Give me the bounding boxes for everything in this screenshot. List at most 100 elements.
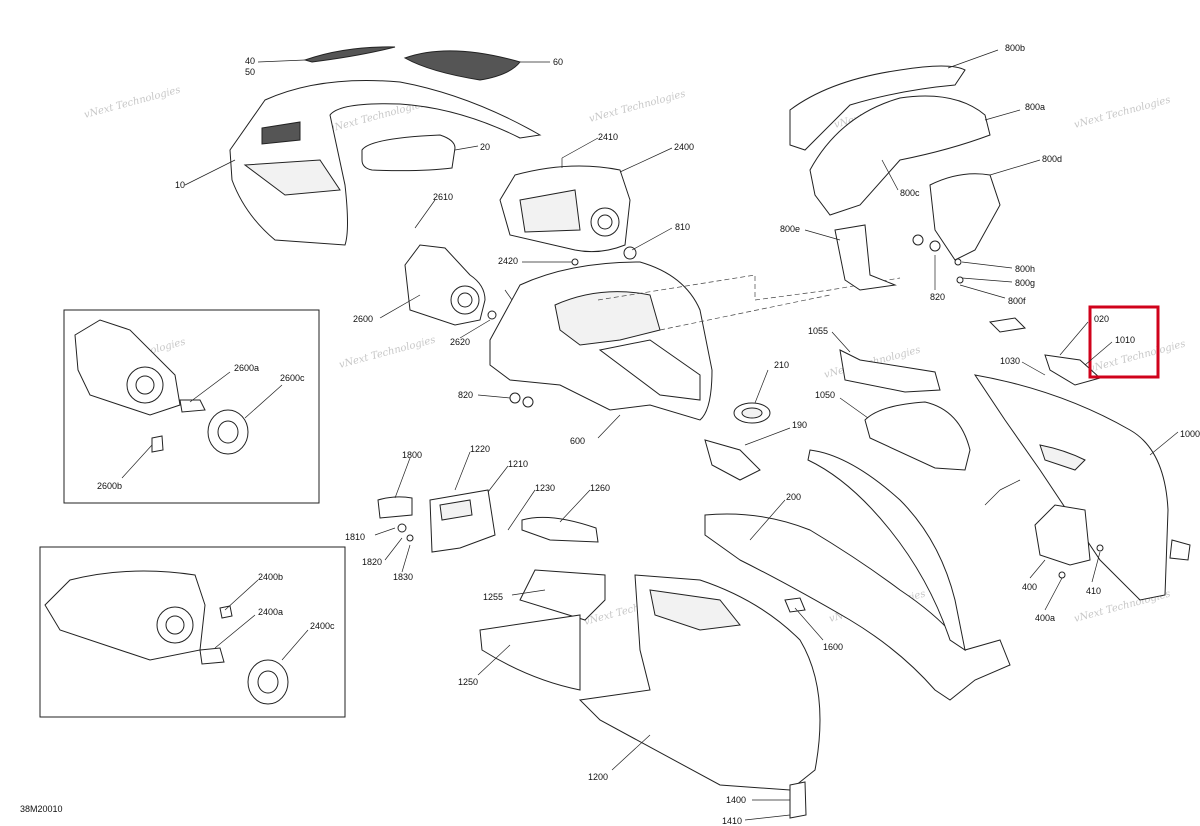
inset-headlight-2600 bbox=[63, 309, 320, 504]
callout-40: 40 bbox=[245, 56, 255, 66]
upper-cowl-vent bbox=[261, 121, 301, 145]
windshield-800b bbox=[789, 65, 966, 151]
callout-2600a: 2600a bbox=[234, 363, 259, 373]
callout-10: 10 bbox=[175, 180, 185, 190]
panel-1250 bbox=[479, 614, 581, 691]
callout-1820: 1820 bbox=[362, 557, 382, 567]
leader-lines bbox=[121, 49, 1179, 821]
callout-labels: 40 50 60 10 20 2410 2400 2610 2600 2620 … bbox=[20, 43, 1200, 826]
side-panel-1000 bbox=[973, 374, 1169, 601]
clip-1020 bbox=[988, 317, 1027, 333]
headlight-2600 bbox=[404, 244, 486, 326]
callout-1600: 1600 bbox=[823, 642, 843, 652]
callout-210: 210 bbox=[774, 360, 789, 370]
callout-800g: 800g bbox=[1015, 278, 1035, 288]
part-1800 bbox=[377, 496, 413, 519]
callout-190: 190 bbox=[792, 420, 807, 430]
upper-cowl-window bbox=[243, 159, 341, 196]
side-panel-200 bbox=[704, 449, 1011, 701]
diagram-code: 38M20010 bbox=[20, 804, 63, 814]
callout-800h: 800h bbox=[1015, 264, 1035, 274]
bracket-1210 bbox=[429, 489, 496, 553]
callout-800e: 800e bbox=[780, 224, 800, 234]
callout-400: 400 bbox=[1022, 582, 1037, 592]
callout-1000: 1000 bbox=[1180, 429, 1200, 439]
inset-2600-parts bbox=[74, 319, 249, 455]
watermark: vNext Technologies bbox=[588, 89, 687, 125]
callout-2400b: 2400b bbox=[258, 572, 283, 582]
callout-800f: 800f bbox=[1008, 296, 1026, 306]
callout-60: 60 bbox=[553, 57, 563, 67]
lower-panel-1200 bbox=[578, 574, 821, 791]
cover-20 bbox=[361, 134, 456, 172]
callout-1230: 1230 bbox=[535, 483, 555, 493]
callout-200: 200 bbox=[786, 492, 801, 502]
side-panels bbox=[839, 317, 1191, 601]
callout-810: 810 bbox=[675, 222, 690, 232]
callout-800a: 800a bbox=[1025, 102, 1045, 112]
bracket-1010 bbox=[1044, 354, 1102, 386]
fuel-cap-ring-210 bbox=[704, 402, 771, 481]
callout-800c: 800c bbox=[900, 188, 920, 198]
callout-1830: 1830 bbox=[393, 572, 413, 582]
watermark: vNext Technologies bbox=[338, 335, 437, 371]
panel-1260 bbox=[521, 516, 599, 543]
callout-1800: 1800 bbox=[402, 450, 422, 460]
bracket-800d bbox=[929, 173, 1001, 261]
callout-800d: 800d bbox=[1042, 154, 1062, 164]
callout-1050: 1050 bbox=[815, 390, 835, 400]
upper-cowl-10 bbox=[229, 80, 542, 246]
callout-1030: 1030 bbox=[1000, 356, 1020, 366]
callout-2610: 2610 bbox=[433, 192, 453, 202]
turn-signal-400 bbox=[1034, 504, 1104, 579]
callout-2410: 2410 bbox=[598, 132, 618, 142]
upper-cowl-assembly bbox=[229, 46, 542, 246]
callout-2400c: 2400c bbox=[310, 621, 335, 631]
watermark: vNext Technologies bbox=[1088, 339, 1187, 375]
callout-1010: 1010 bbox=[1115, 335, 1135, 345]
callout-400a: 400a bbox=[1035, 613, 1055, 623]
callout-2600b: 2600b bbox=[97, 481, 122, 491]
callout-1260: 1260 bbox=[590, 483, 610, 493]
callout-1410: 1410 bbox=[722, 816, 742, 826]
callout-600: 600 bbox=[570, 436, 585, 446]
callout-1055: 1055 bbox=[808, 326, 828, 336]
callout-1200: 1200 bbox=[588, 772, 608, 782]
grille-40 bbox=[303, 46, 396, 63]
headlight-2400 bbox=[499, 158, 631, 253]
dashed-leader bbox=[659, 294, 831, 331]
callout-020: 020 bbox=[1094, 314, 1109, 324]
callout-410: 410 bbox=[1086, 586, 1101, 596]
front-fascia-600 bbox=[487, 246, 713, 421]
callout-2420: 2420 bbox=[498, 256, 518, 266]
callout-2400a: 2400a bbox=[258, 607, 283, 617]
callout-820: 820 bbox=[930, 292, 945, 302]
panel-1255 bbox=[519, 569, 606, 621]
panel-1050 bbox=[864, 401, 971, 471]
watermark: vNext Technologies bbox=[83, 85, 182, 121]
callout-2620: 2620 bbox=[450, 337, 470, 347]
callout-820: 820 bbox=[458, 390, 473, 400]
inset-headlight-2400 bbox=[39, 546, 346, 718]
lower-parts bbox=[377, 489, 821, 819]
windshield-800 bbox=[789, 65, 1001, 291]
callout-1400: 1400 bbox=[726, 795, 746, 805]
callout-2600c: 2600c bbox=[280, 373, 305, 383]
highlight-box bbox=[1088, 305, 1160, 379]
callout-1250: 1250 bbox=[458, 677, 478, 687]
callout-1220: 1220 bbox=[470, 444, 490, 454]
watermark: vNext Technologies bbox=[1073, 95, 1172, 131]
callout-1810: 1810 bbox=[345, 532, 365, 542]
grille-60 bbox=[403, 50, 521, 81]
callout-50: 50 bbox=[245, 67, 255, 77]
panel-1055 bbox=[839, 349, 941, 393]
callout-2400: 2400 bbox=[674, 142, 694, 152]
callout-800b: 800b bbox=[1005, 43, 1025, 53]
callout-1255: 1255 bbox=[483, 592, 503, 602]
bracket-800e bbox=[834, 224, 897, 291]
callout-1210: 1210 bbox=[508, 459, 528, 469]
windshield-800a bbox=[809, 95, 991, 216]
inset-2400-parts bbox=[44, 570, 289, 705]
callout-20: 20 bbox=[480, 142, 490, 152]
